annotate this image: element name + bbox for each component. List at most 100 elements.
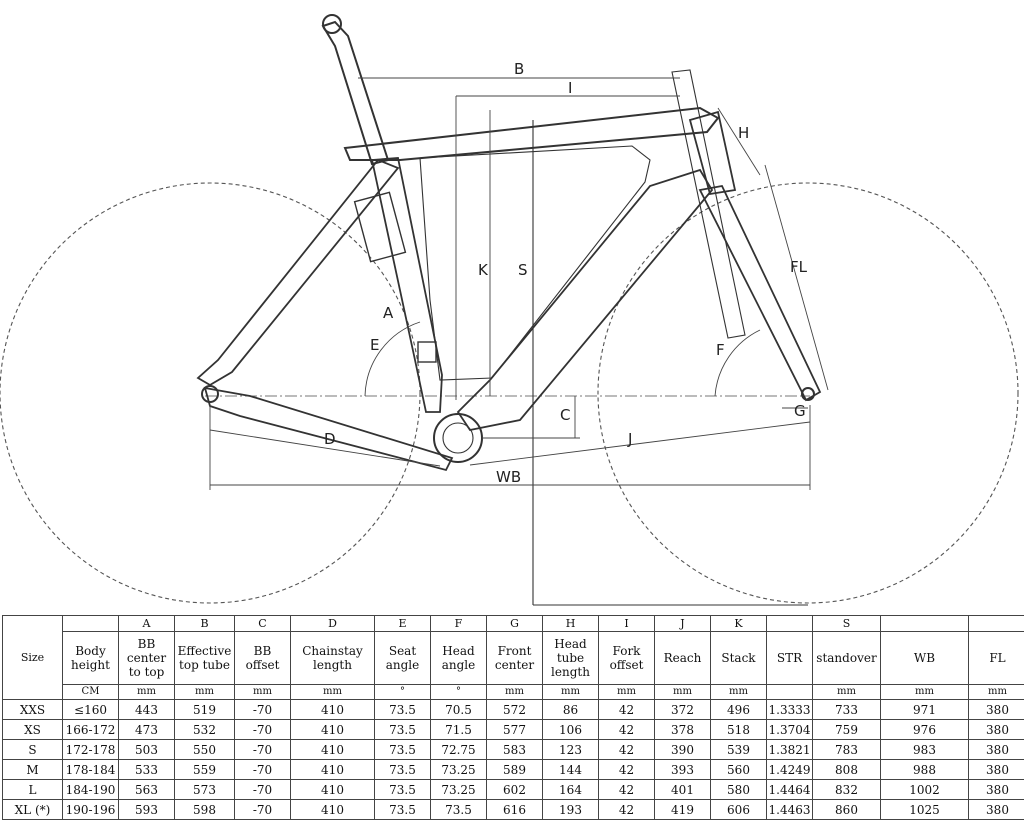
value-cell: 606: [710, 799, 767, 820]
value-cell: 733: [812, 699, 881, 720]
value-cell: 593: [118, 799, 175, 820]
value-cell: 616: [486, 799, 543, 820]
value-cell: 184-190: [62, 779, 119, 800]
value-cell: 1.3704: [766, 719, 813, 740]
value-cell: -70: [234, 779, 291, 800]
column-header-cell: Effective top tube: [174, 631, 235, 685]
dim-label-e: E: [370, 336, 379, 354]
unit-cell: mm: [174, 684, 235, 700]
value-cell: 410: [290, 719, 375, 740]
value-cell: 577: [486, 719, 543, 740]
value-cell: -70: [234, 759, 291, 780]
value-cell: 1002: [880, 779, 969, 800]
value-cell: 73.5: [374, 719, 431, 740]
letter-cell: F: [430, 615, 487, 632]
value-cell: 518: [710, 719, 767, 740]
size-cell: XXS: [2, 699, 63, 720]
letter-cell: K: [710, 615, 767, 632]
column-header-cell: standover: [812, 631, 881, 685]
value-cell: 72.75: [430, 739, 487, 760]
size-cell: M: [2, 759, 63, 780]
bike-frame-geometry-drawing: B I H K S FL A E F C G D J WB: [0, 14, 1019, 606]
value-cell: 410: [290, 739, 375, 760]
value-cell: 42: [598, 739, 655, 760]
value-cell: 473: [118, 719, 175, 740]
value-cell: 380: [968, 699, 1024, 720]
letter-cell: A: [118, 615, 175, 632]
dim-label-b: B: [514, 60, 524, 78]
dim-label-c: C: [560, 406, 570, 424]
value-cell: 73.5: [374, 699, 431, 720]
value-cell: 783: [812, 739, 881, 760]
column-header-cell: Stack: [710, 631, 767, 685]
dim-d-line: [209, 429, 441, 467]
value-cell: -70: [234, 699, 291, 720]
value-cell: 380: [968, 739, 1024, 760]
value-cell: 380: [968, 799, 1024, 820]
value-cell: -70: [234, 799, 291, 820]
size-cell: S: [2, 739, 63, 760]
unit-cell: °: [374, 684, 431, 700]
value-cell: 539: [710, 739, 767, 760]
column-header-cell: Body height: [62, 631, 119, 685]
angle-f-arc: [714, 329, 761, 397]
value-cell: 178-184: [62, 759, 119, 780]
letter-cell: S: [812, 615, 881, 632]
value-cell: 86: [542, 699, 599, 720]
value-cell: 976: [880, 719, 969, 740]
value-cell: ≤160: [62, 699, 119, 720]
value-cell: 410: [290, 759, 375, 780]
value-cell: 589: [486, 759, 543, 780]
rear-dropout: [201, 385, 219, 403]
seat-stay: [196, 158, 400, 387]
value-cell: 988: [880, 759, 969, 780]
value-cell: 410: [290, 779, 375, 800]
size-cell: XL (*): [2, 799, 63, 820]
value-cell: 190-196: [62, 799, 119, 820]
letter-cell: B: [174, 615, 235, 632]
down-tube: [456, 168, 714, 432]
front-dropout: [801, 387, 815, 401]
value-cell: 73.5: [430, 799, 487, 820]
letter-cell-blank: [62, 615, 119, 632]
dim-label-k: K: [478, 261, 489, 279]
value-cell: 393: [654, 759, 711, 780]
column-header-cell: FL: [968, 631, 1024, 685]
dim-label-wb: WB: [496, 468, 521, 486]
battery-box: [417, 341, 437, 363]
value-cell: 598: [174, 799, 235, 820]
frame-bag: [353, 191, 407, 263]
value-cell: 443: [118, 699, 175, 720]
column-header-cell: Chainstay length: [290, 631, 375, 685]
dim-label-h: H: [738, 124, 749, 142]
dim-label-j: I: [568, 79, 572, 97]
value-cell: -70: [234, 719, 291, 740]
letter-cell: G: [486, 615, 543, 632]
value-cell: 563: [118, 779, 175, 800]
column-header-cell: Front center: [486, 631, 543, 685]
angle-e-arc: [364, 321, 421, 397]
unit-cell: mm: [654, 684, 711, 700]
value-cell: 380: [968, 759, 1024, 780]
column-header-cell: Fork offset: [598, 631, 655, 685]
letter-cell: I: [598, 615, 655, 632]
bottom-bracket-outer: [433, 413, 483, 463]
value-cell: 560: [710, 759, 767, 780]
value-cell: 1.3333: [766, 699, 813, 720]
unit-cell: mm: [812, 684, 881, 700]
letter-cell: J: [654, 615, 711, 632]
saddle-clamp-circle: [322, 14, 342, 34]
value-cell: 860: [812, 799, 881, 820]
letter-cell: H: [542, 615, 599, 632]
value-cell: 71.5: [430, 719, 487, 740]
value-cell: 42: [598, 779, 655, 800]
dim-label-fl: FL: [790, 258, 808, 276]
bottom-bracket-inner: [442, 422, 474, 454]
rear-wheel-outline: [0, 182, 421, 604]
value-cell: 70.5: [430, 699, 487, 720]
dim-label-f: F: [716, 341, 725, 359]
value-cell: 419: [654, 799, 711, 820]
